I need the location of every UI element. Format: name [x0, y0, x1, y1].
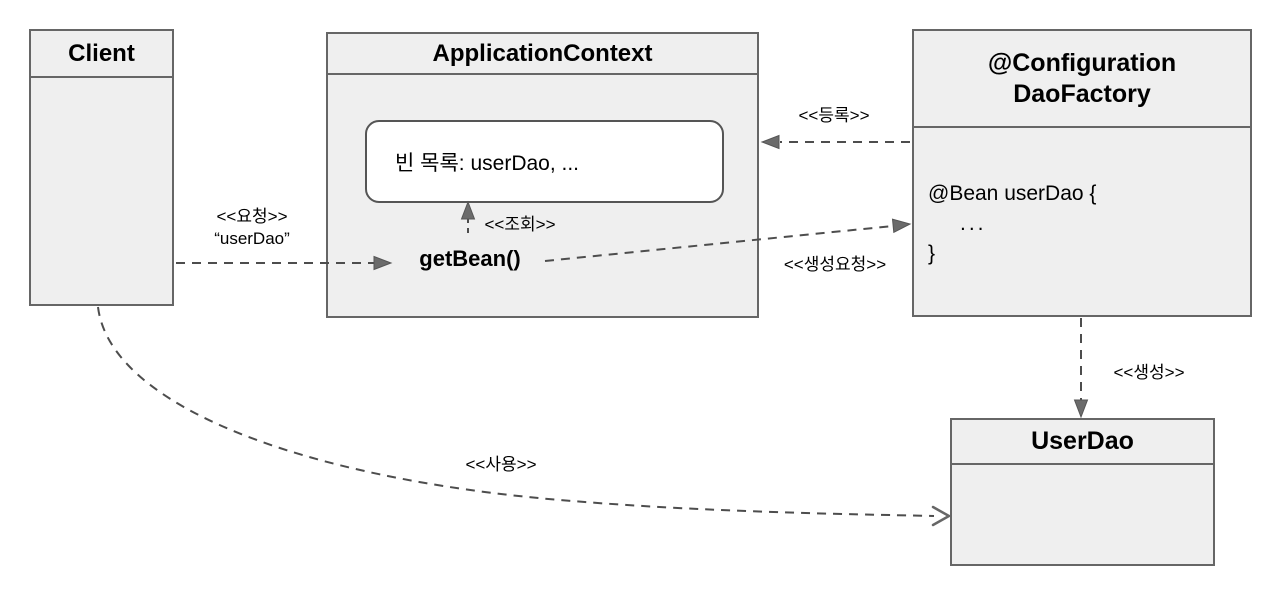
register-edge-label: <<등록>> [798, 106, 870, 125]
dao-factory-title-line2: DaoFactory [1013, 79, 1151, 108]
request-label-line2: “userDao” [214, 229, 290, 248]
dao-code-line3: } [928, 242, 936, 265]
node-client: Client [29, 29, 174, 306]
dao-factory-code: @Bean userDao { ... } [928, 179, 1096, 269]
create-request-edge-label: <<생성요청>> [783, 255, 887, 274]
bean-list-text: 빈 목록: userDao, ... [395, 151, 580, 175]
node-dao-factory: @Configuration DaoFactory @Bean userDao … [912, 29, 1252, 317]
register-arrowhead-icon [760, 134, 780, 150]
use-edge-label: <<사용>> [465, 455, 537, 474]
create-edge-label: <<생성>> [1113, 363, 1185, 382]
create-arrowhead-icon [1073, 399, 1089, 419]
use-arrowhead-icon [931, 505, 952, 527]
dao-code-line2: ... [960, 212, 987, 235]
node-application-context: ApplicationContext 빈 목록: userDao, ... ge… [326, 32, 759, 318]
client-title: Client [31, 31, 172, 78]
dao-factory-title-line1: @Configuration [987, 48, 1177, 77]
application-context-title: ApplicationContext [328, 34, 757, 75]
use-arrow-curve [97, 306, 935, 517]
node-user-dao: UserDao [950, 418, 1215, 566]
bean-list-box: 빈 목록: userDao, ... [365, 120, 724, 203]
dao-code-line1: @Bean userDao { [928, 182, 1097, 205]
lookup-edge-label: <<조회>> [484, 215, 556, 234]
create-request-arrowhead-icon [891, 218, 912, 234]
dao-factory-title: @Configuration DaoFactory [914, 31, 1250, 128]
getbean-method-label: getBean() [419, 246, 521, 271]
request-label-line1: <<요청>> [216, 207, 288, 226]
user-dao-title: UserDao [952, 420, 1213, 465]
request-edge-label: <<요청>> “userDao” [214, 206, 290, 250]
